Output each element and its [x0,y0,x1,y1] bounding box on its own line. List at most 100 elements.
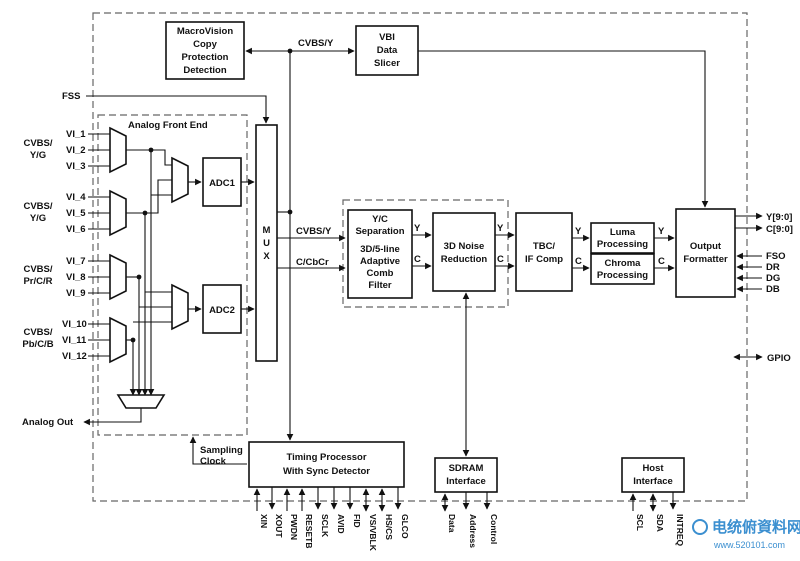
svg-text:VI_3: VI_3 [66,161,86,172]
svg-text:GPIO: GPIO [767,353,791,364]
svg-text:Address: Address [468,514,478,548]
svg-text:C/CbCr: C/CbCr [296,257,329,268]
svg-text:Chroma: Chroma [605,258,642,269]
svg-text:Y[9:0]: Y[9:0] [766,212,792,223]
watermark: 电统俯資料网 www.520101.com [692,518,800,550]
gpio-pin: GPIO [733,353,791,364]
svg-text:Timing Processor: Timing Processor [286,452,366,463]
svg-text:C: C [658,256,665,267]
input-wires [88,133,110,357]
noise-to-tbc: Y C [495,223,515,270]
sdram-pins: Data Address Control [441,492,499,548]
chip-boundary [92,12,748,502]
svg-text:VI_5: VI_5 [66,208,86,219]
comb-filter-block: Y/C Separation 3D/5-line Adaptive Comb F… [347,209,413,299]
svg-text:Comb: Comb [367,268,394,279]
svg-text:Control: Control [489,514,499,544]
svg-text:SDA: SDA [655,514,665,532]
svg-text:Copy: Copy [193,39,217,50]
svg-text:Detection: Detection [183,65,226,76]
sampling-clock: Sampling Clock [189,436,247,467]
adc2-block: ADC2 [202,284,242,334]
svg-text:Reduction: Reduction [441,254,488,265]
svg-text:Interface: Interface [446,476,486,487]
svg-text:CVBS/Y: CVBS/Y [298,38,334,49]
svg-text:DB: DB [766,284,780,295]
noise-reduction-block: 3D Noise Reduction [432,212,496,292]
svg-text:VI_1: VI_1 [66,129,86,140]
first-stage-muxes [109,126,127,364]
svg-text:Data: Data [377,45,398,56]
svg-text:SCLK: SCLK [320,514,330,538]
timing-pins: XIN XOUT PWDN RESETB SCLK AVID FID VS/VB… [253,487,410,552]
svg-text:Output: Output [690,241,722,252]
svg-text:Y/G: Y/G [30,150,46,161]
svg-text:Host: Host [642,463,664,474]
comb-to-noise: Y C [412,223,432,270]
comb-noise-boundary [342,199,509,308]
svg-text:CVBS/: CVBS/ [23,327,52,338]
svg-text:Separation: Separation [355,226,404,237]
formatter-inputs: FSO DR DG DB [736,251,786,295]
formatter-outputs: Y[9:0] C[9:0] [735,212,793,235]
svg-text:Pr/C/R: Pr/C/R [23,276,52,287]
afe-title: Analog Front End [128,120,208,131]
svg-text:MacroVision: MacroVision [177,26,234,37]
processing-to-formatter: Y C [654,226,675,272]
svg-text:PWDN: PWDN [289,514,299,540]
svg-text:Y/G: Y/G [30,213,46,224]
svg-text:VBI: VBI [379,32,395,43]
svg-text:ADC2: ADC2 [209,305,235,316]
luma-processing-block: Luma Processing [590,222,655,254]
svg-text:With Sync Detector: With Sync Detector [283,466,370,477]
watermark-logo-icon [692,519,708,535]
svg-text:3D Noise: 3D Noise [444,241,485,252]
vbi-to-formatter-wire [418,50,709,208]
svg-text:VI_6: VI_6 [66,224,86,235]
svg-text:Interface: Interface [633,476,673,487]
svg-text:RESETB: RESETB [304,514,314,548]
svg-text:ADC1: ADC1 [209,178,236,189]
adc1-block: ADC1 [202,157,242,207]
input-labels: CVBS/ Y/G CVBS/ Y/G CVBS/ Pr/C/R CVBS/ P… [22,129,87,362]
svg-text:M: M [263,225,271,236]
svg-text:C: C [575,256,582,267]
svg-text:Pb/C/B: Pb/C/B [22,339,53,350]
svg-text:VI_2: VI_2 [66,145,86,156]
analog-routing [83,147,255,426]
timing-processor-block: Timing Processor With Sync Detector [248,441,405,488]
svg-text:FID: FID [352,514,362,528]
sdram-interface-block: SDRAM Interface [434,457,498,493]
tbc-to-processing: Y C [572,226,590,272]
svg-text:电统俯資料网: 电统俯資料网 [712,518,800,536]
svg-text:U: U [263,238,270,249]
svg-text:GLCO: GLCO [400,514,410,539]
svg-text:IF Comp: IF Comp [525,254,563,265]
svg-text:VI_9: VI_9 [66,288,86,299]
svg-text:XIN: XIN [259,514,269,528]
mux-outputs: CVBS/Y C/CbCr [277,211,346,272]
svg-text:VI_10: VI_10 [62,319,87,330]
svg-text:Slicer: Slicer [374,58,400,69]
svg-text:AVID: AVID [336,514,346,534]
svg-text:Processing: Processing [597,270,648,281]
svg-text:VI_4: VI_4 [66,192,86,203]
svg-text:VS/VBLK: VS/VBLK [368,514,378,552]
svg-text:FSO: FSO [766,251,786,262]
svg-text:SCL: SCL [635,514,645,531]
svg-text:INTREQ: INTREQ [675,514,685,547]
svg-text:FSS: FSS [62,91,80,102]
svg-text:DR: DR [766,262,780,273]
svg-text:Y: Y [497,223,504,234]
svg-text:C[9:0]: C[9:0] [766,224,793,235]
analog-front-end-boundary [97,114,248,436]
macrovision-block: MacroVision Copy Protection Detection [165,21,245,80]
vbi-slicer-block: VBI Data Slicer [355,25,419,76]
svg-text:Y: Y [414,223,421,234]
svg-text:Data: Data [447,514,457,533]
svg-text:CVBS/: CVBS/ [23,138,52,149]
svg-text:CVBS/Y: CVBS/Y [296,226,332,237]
svg-text:3D/5-line: 3D/5-line [360,244,400,255]
chroma-processing-block: Chroma Processing [590,253,655,285]
